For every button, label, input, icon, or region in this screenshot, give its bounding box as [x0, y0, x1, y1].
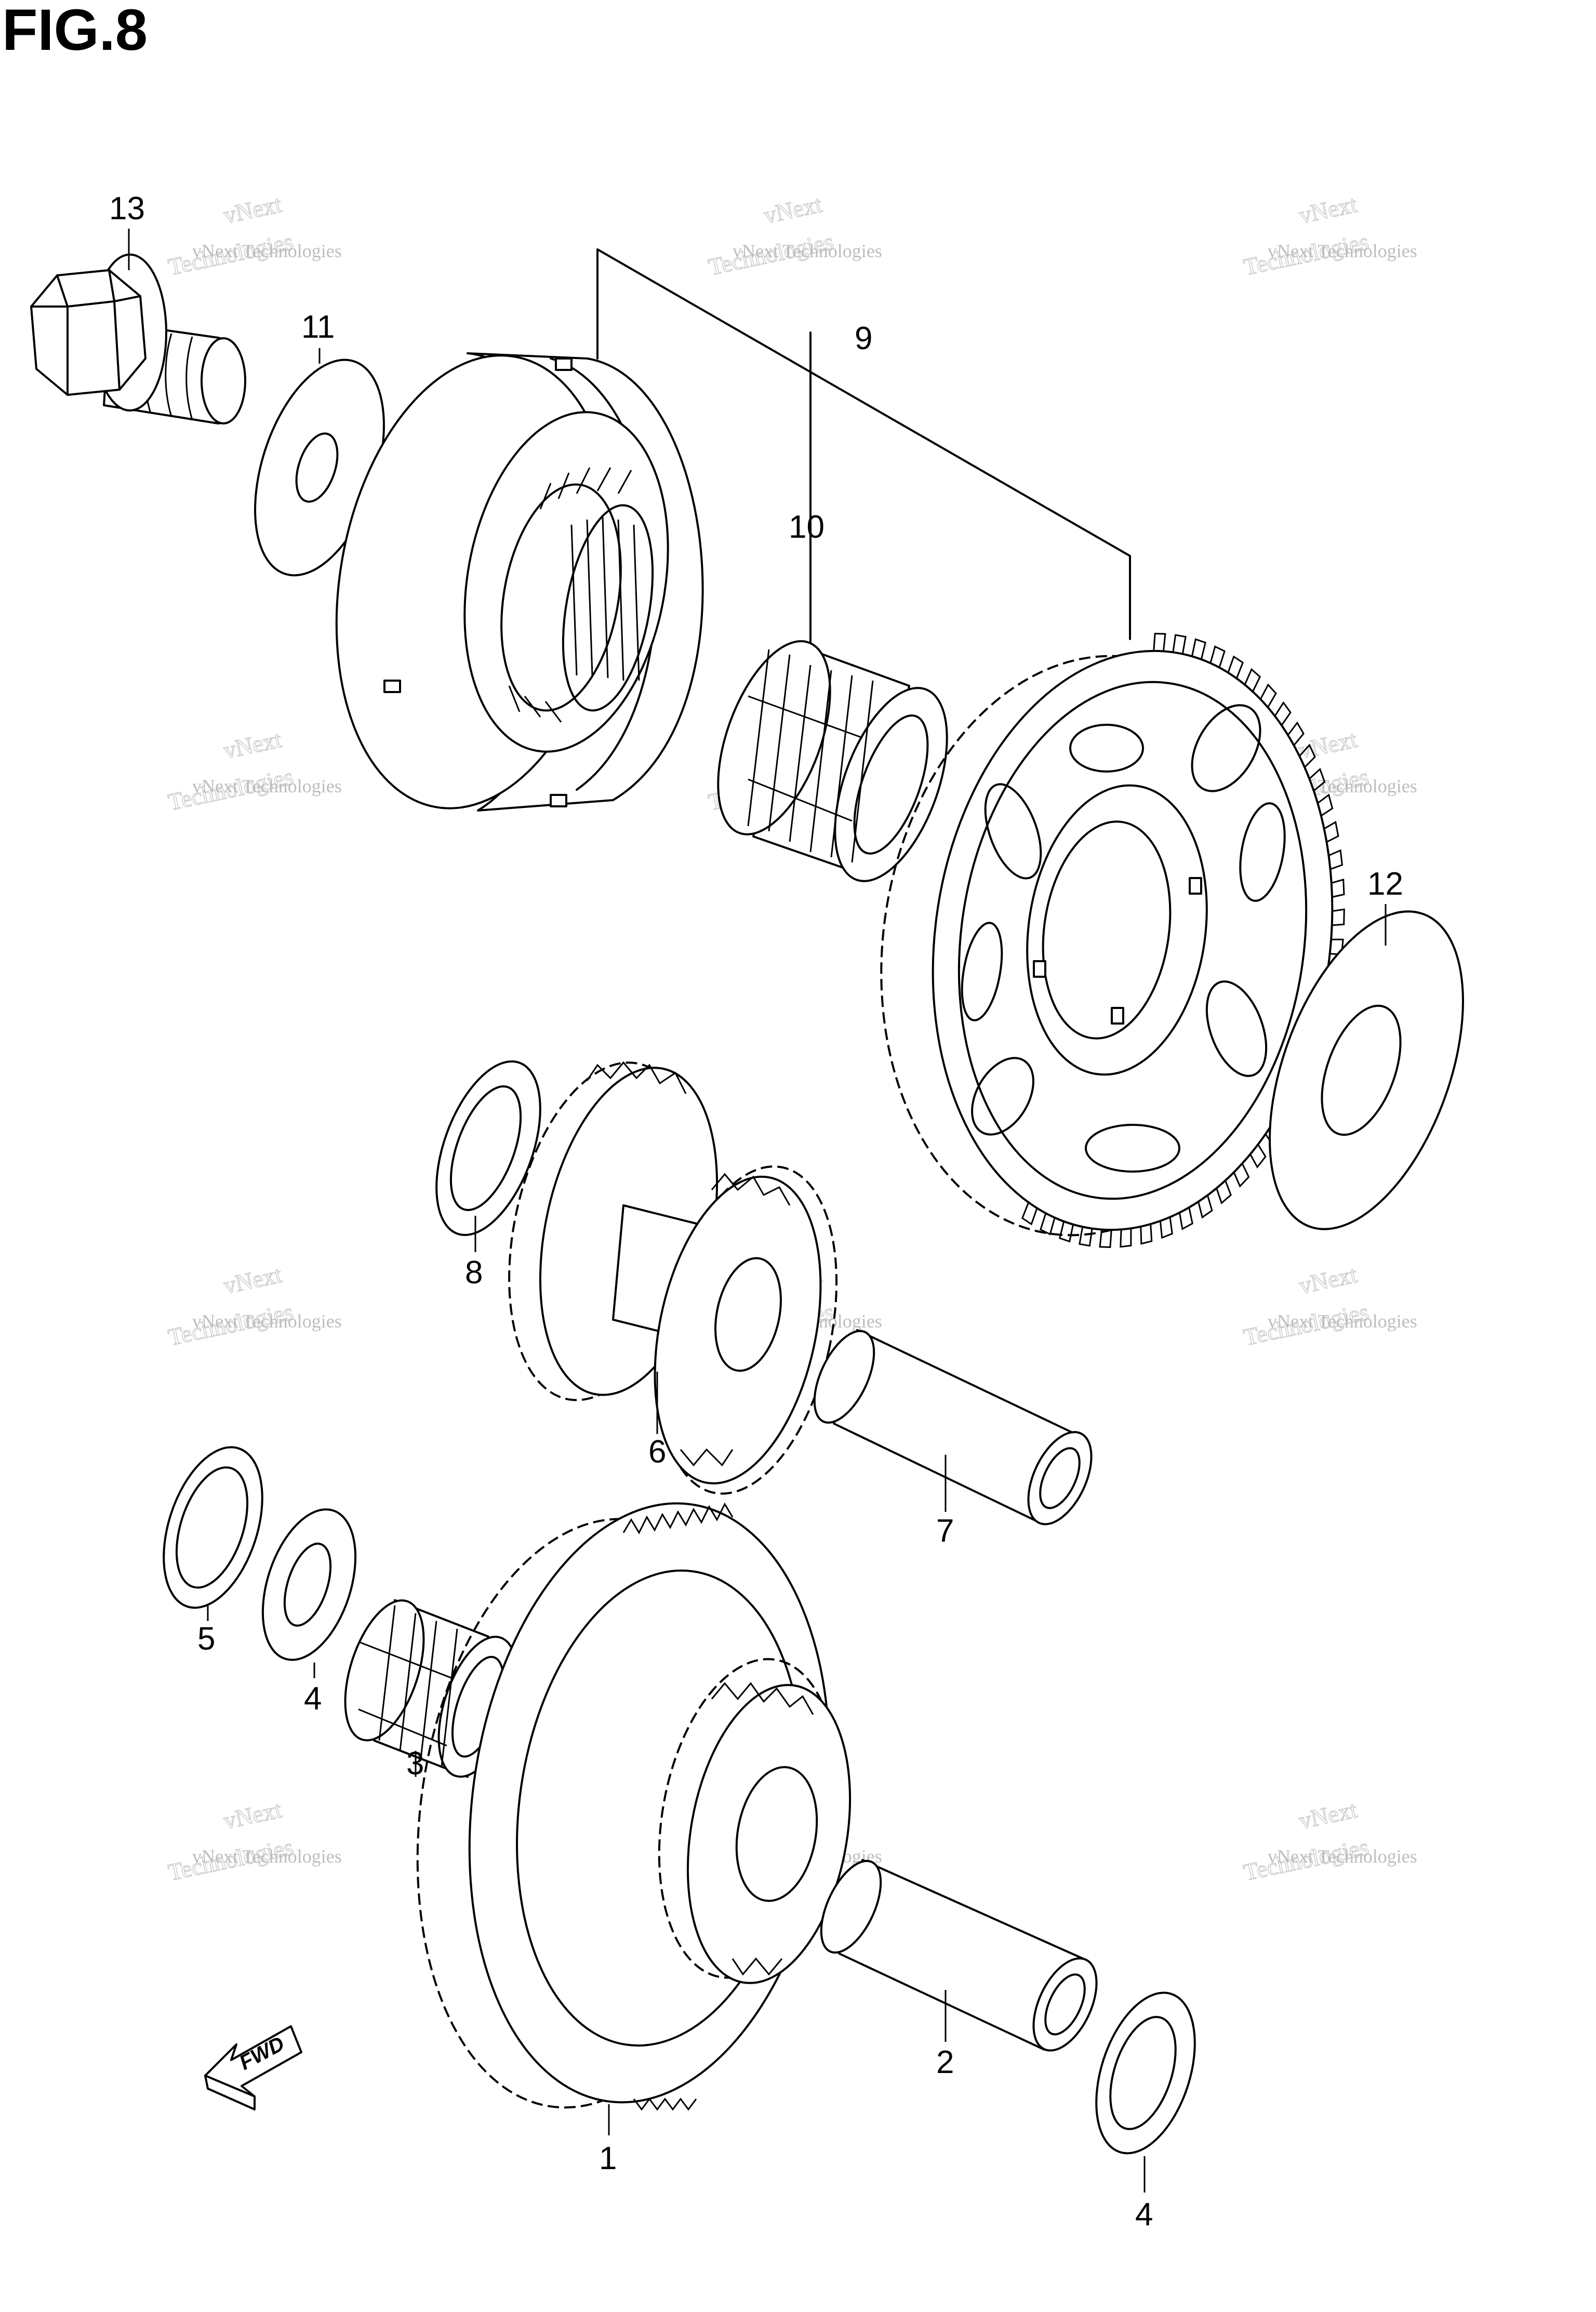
part-12-washer	[1269, 910, 1464, 1230]
callout-5: 5	[197, 1621, 215, 1657]
watermark: vNext Technologies vNext Technologies	[165, 1796, 342, 1886]
callout-10: 10	[789, 509, 824, 545]
part-3-needle-bearing	[344, 1599, 518, 1778]
svg-text:vNext: vNext	[1297, 726, 1360, 764]
part-2-shaft	[820, 1859, 1098, 2052]
part-4-washer-upper	[261, 1508, 357, 1661]
callouts: 13 11 9 10 12 8 6 7 5 4 3 1 2 4	[109, 191, 1403, 2233]
callout-7: 7	[936, 1513, 954, 1549]
figure-title: FIG.8	[2, 0, 148, 62]
watermark: vNext Technologies vNext Technologies	[165, 1260, 342, 1351]
svg-text:vNext Technologies: vNext Technologies	[192, 776, 342, 796]
part-1-large-gear	[416, 1502, 852, 2111]
svg-text:vNext: vNext	[762, 191, 824, 229]
callout-4-upper: 4	[304, 1681, 322, 1717]
watermark: vNext Technologies vNext Technologies	[1241, 1260, 1417, 1351]
svg-text:vNext: vNext	[221, 1261, 284, 1299]
leader-lines	[128, 229, 1387, 2193]
callout-9: 9	[855, 321, 872, 356]
part-5-washer	[163, 1446, 263, 1609]
callout-3: 3	[406, 1746, 424, 1782]
watermark: vNext Technologies vNext Technologies	[1241, 1796, 1417, 1886]
watermark: vNext Technologies vNext Technologies	[165, 725, 342, 816]
svg-text:vNext Technologies: vNext Technologies	[733, 241, 882, 261]
callout-11: 11	[301, 309, 335, 345]
fwd-arrow-icon: FWD	[204, 2025, 302, 2110]
svg-text:vNext Technologies: vNext Technologies	[1268, 241, 1417, 261]
callout-8: 8	[465, 1255, 483, 1291]
callout-6: 6	[648, 1434, 666, 1470]
callout-1: 1	[599, 2141, 617, 2176]
callout-4-lower: 4	[1135, 2197, 1153, 2233]
part-13-bolt	[30, 254, 246, 424]
svg-text:vNext: vNext	[221, 726, 284, 764]
watermark: vNext Technologies vNext Technologies	[165, 190, 342, 281]
part-6-idle-gear	[508, 1061, 838, 1495]
svg-text:vNext Technologies: vNext Technologies	[192, 241, 342, 261]
part-4-washer-lower	[1095, 1991, 1196, 2155]
svg-text:vNext Technologies: vNext Technologies	[192, 1311, 342, 1332]
svg-text:vNext: vNext	[221, 191, 284, 229]
svg-text:vNext: vNext	[1297, 1796, 1360, 1834]
watermark: vNext Technologies vNext Technologies	[1241, 190, 1417, 281]
svg-text:vNext Technologies: vNext Technologies	[192, 1846, 342, 1867]
part-10-needle-bearing	[717, 640, 948, 882]
svg-text:vNext Technologies: vNext Technologies	[1268, 1846, 1417, 1867]
svg-text:vNext: vNext	[221, 1796, 284, 1834]
callout-13: 13	[109, 191, 145, 227]
svg-text:vNext: vNext	[1297, 1261, 1360, 1299]
svg-text:vNext Technologies: vNext Technologies	[1268, 1311, 1417, 1332]
callout-12: 12	[1367, 866, 1403, 902]
watermark: vNext Technologies vNext Technologies	[706, 190, 882, 281]
starter-driven-gear	[880, 632, 1345, 1248]
part-7-shaft	[813, 1329, 1093, 1525]
svg-text:vNext: vNext	[1297, 191, 1360, 229]
callout-9-bracket	[596, 248, 1131, 656]
callout-2: 2	[936, 2044, 954, 2080]
part-9-clutch-housing	[335, 352, 704, 812]
part-8-washer	[435, 1060, 541, 1236]
